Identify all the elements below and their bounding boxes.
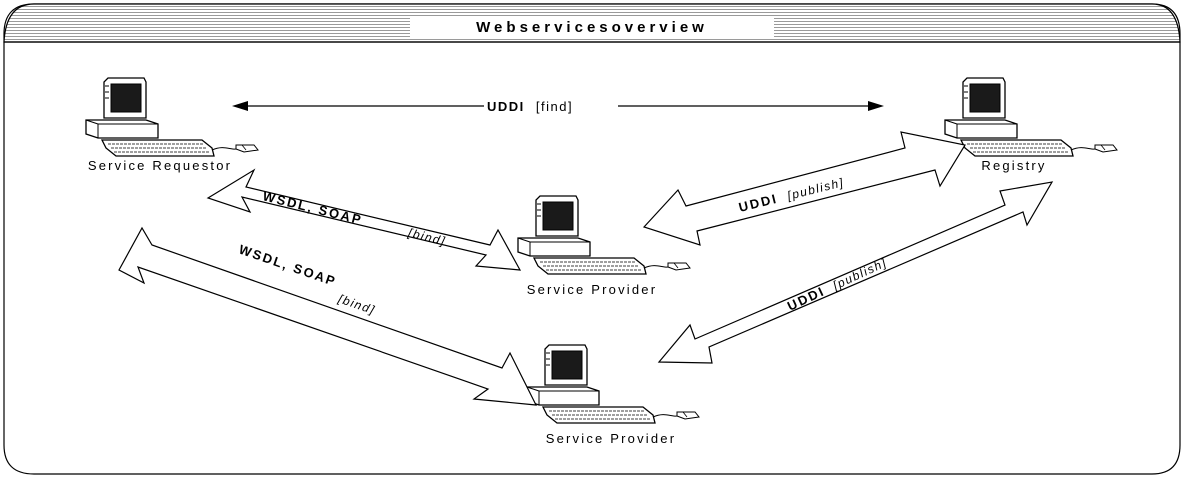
find-label: UDDI [find] [487,99,573,114]
bind-top-arrow [206,168,522,271]
find-action: [find] [536,99,573,114]
find-protocol: UDDI [487,99,525,114]
find-arrow [232,101,884,111]
diagram-frame [3,3,1181,475]
node-label-provider-top: Service Provider [527,282,658,297]
node-label-requestor: Service Requestor [88,158,232,173]
node-label-registry: Registry [981,158,1046,173]
diagram-title: Webservicesoverview [476,19,708,36]
node-label-provider-bottom: Service Provider [546,431,677,446]
bind-bottom-arrow [118,226,538,406]
publish-top-arrow [642,131,966,246]
publish-bottom-arrow [657,181,1054,364]
